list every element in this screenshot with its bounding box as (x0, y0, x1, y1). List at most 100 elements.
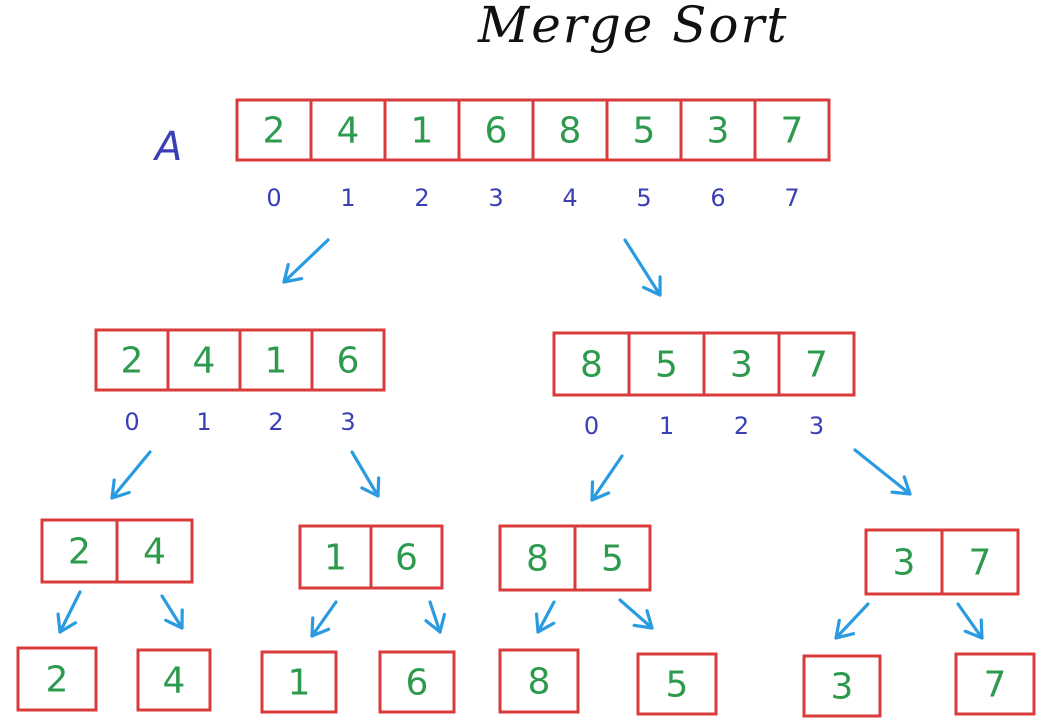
cell-index: 7 (784, 184, 799, 212)
cell-value: 7 (984, 665, 1007, 706)
array-lrr: 6 (378, 650, 456, 714)
cell-box (309, 98, 387, 162)
array-cell: 3 (802, 654, 882, 718)
cell-index: 1 (340, 184, 355, 212)
cell-box (260, 650, 338, 714)
array-cell: 1 (260, 650, 338, 714)
array-cell: 1 (238, 328, 314, 392)
cell-index: 2 (268, 408, 283, 436)
arrow-head (534, 612, 556, 634)
cell-value: 1 (411, 111, 434, 152)
array-rrr: 7 (954, 652, 1036, 716)
cell-box (954, 652, 1036, 716)
array-name-label: A (152, 124, 182, 170)
cell-box (238, 328, 314, 392)
cell-index: 2 (734, 412, 749, 440)
cell-value: 8 (528, 662, 551, 703)
cell-box (310, 328, 386, 392)
cell-box (166, 328, 242, 392)
arrow-shaft (160, 594, 184, 630)
arrow-head (164, 608, 184, 630)
cell-box (940, 528, 1020, 596)
arrow-rr-to-rrr (956, 602, 984, 640)
array-cell: 7 (753, 98, 831, 162)
cell-box (498, 524, 577, 592)
arrow-right-to-rr (853, 448, 912, 496)
arrow-head (632, 609, 654, 630)
cell-box (679, 98, 757, 162)
cell-box (40, 518, 119, 584)
arrow-head (110, 478, 131, 500)
cell-box (573, 524, 652, 592)
cell-box (136, 648, 212, 712)
cell-value: 8 (526, 539, 549, 580)
array-cell: 1 (383, 98, 461, 162)
arrow-a-to-left (282, 238, 330, 284)
arrow-shaft (853, 448, 912, 496)
cell-value: 1 (288, 663, 311, 704)
cell-index: 1 (196, 408, 211, 436)
array-cell: 2 (94, 328, 170, 392)
arrow-ll-to-lll (56, 590, 82, 634)
cell-value: 3 (831, 667, 854, 708)
cell-value: 8 (580, 345, 603, 386)
cell-index: 3 (340, 408, 355, 436)
arrow-shaft (834, 602, 870, 640)
arrow-shaft (618, 598, 654, 630)
array-cell: 7 (954, 652, 1036, 716)
arrow-head (310, 616, 331, 638)
arrow-shaft (623, 238, 662, 297)
arrow-shaft (428, 600, 442, 634)
cell-index: 0 (266, 184, 281, 212)
cell-index: 3 (488, 184, 503, 212)
cell-box (115, 518, 194, 584)
cell-value: 6 (337, 341, 360, 382)
cell-value: 3 (707, 111, 730, 152)
array-rrl: 3 (802, 654, 882, 718)
cell-box (369, 524, 444, 590)
array-lrl: 1 (260, 650, 338, 714)
cell-box (378, 650, 456, 714)
arrow-head (360, 476, 381, 498)
array-cell: 2 (16, 646, 98, 712)
array-cell: 8 (498, 524, 577, 592)
arrow-shaft (590, 454, 624, 502)
arrow-shaft (350, 450, 380, 498)
cell-value: 5 (601, 539, 624, 580)
cell-value: 1 (324, 538, 347, 579)
arrow-left-to-ll (110, 450, 152, 500)
arrow-shaft (536, 600, 556, 634)
diagram-title: Merge Sort (477, 0, 789, 54)
cell-box (802, 654, 882, 718)
cell-box (531, 98, 609, 162)
array-cell: 4 (115, 518, 194, 584)
cell-value: 4 (337, 111, 360, 152)
cell-value: 3 (730, 345, 753, 386)
cell-index: 0 (124, 408, 139, 436)
cell-value: 2 (46, 660, 69, 701)
array-rll: 8 (498, 648, 580, 714)
cell-index: 2 (414, 184, 429, 212)
arrow-shaft (956, 602, 984, 640)
cell-value: 6 (395, 538, 418, 579)
array-cell: 4 (309, 98, 387, 162)
cell-value: 2 (68, 532, 91, 573)
arrow-head (282, 262, 304, 284)
arrow-a-to-right (623, 238, 662, 297)
array-cell: 6 (310, 328, 386, 392)
cell-value: 3 (893, 543, 916, 584)
arrow-shaft (310, 600, 338, 638)
cell-value: 7 (781, 111, 804, 152)
cell-value: 6 (485, 111, 508, 152)
cell-value: 2 (263, 111, 286, 152)
cell-value: 5 (633, 111, 656, 152)
array-cell: 3 (679, 98, 757, 162)
array-cell: 3 (864, 528, 944, 596)
array-cell: 6 (378, 650, 456, 714)
